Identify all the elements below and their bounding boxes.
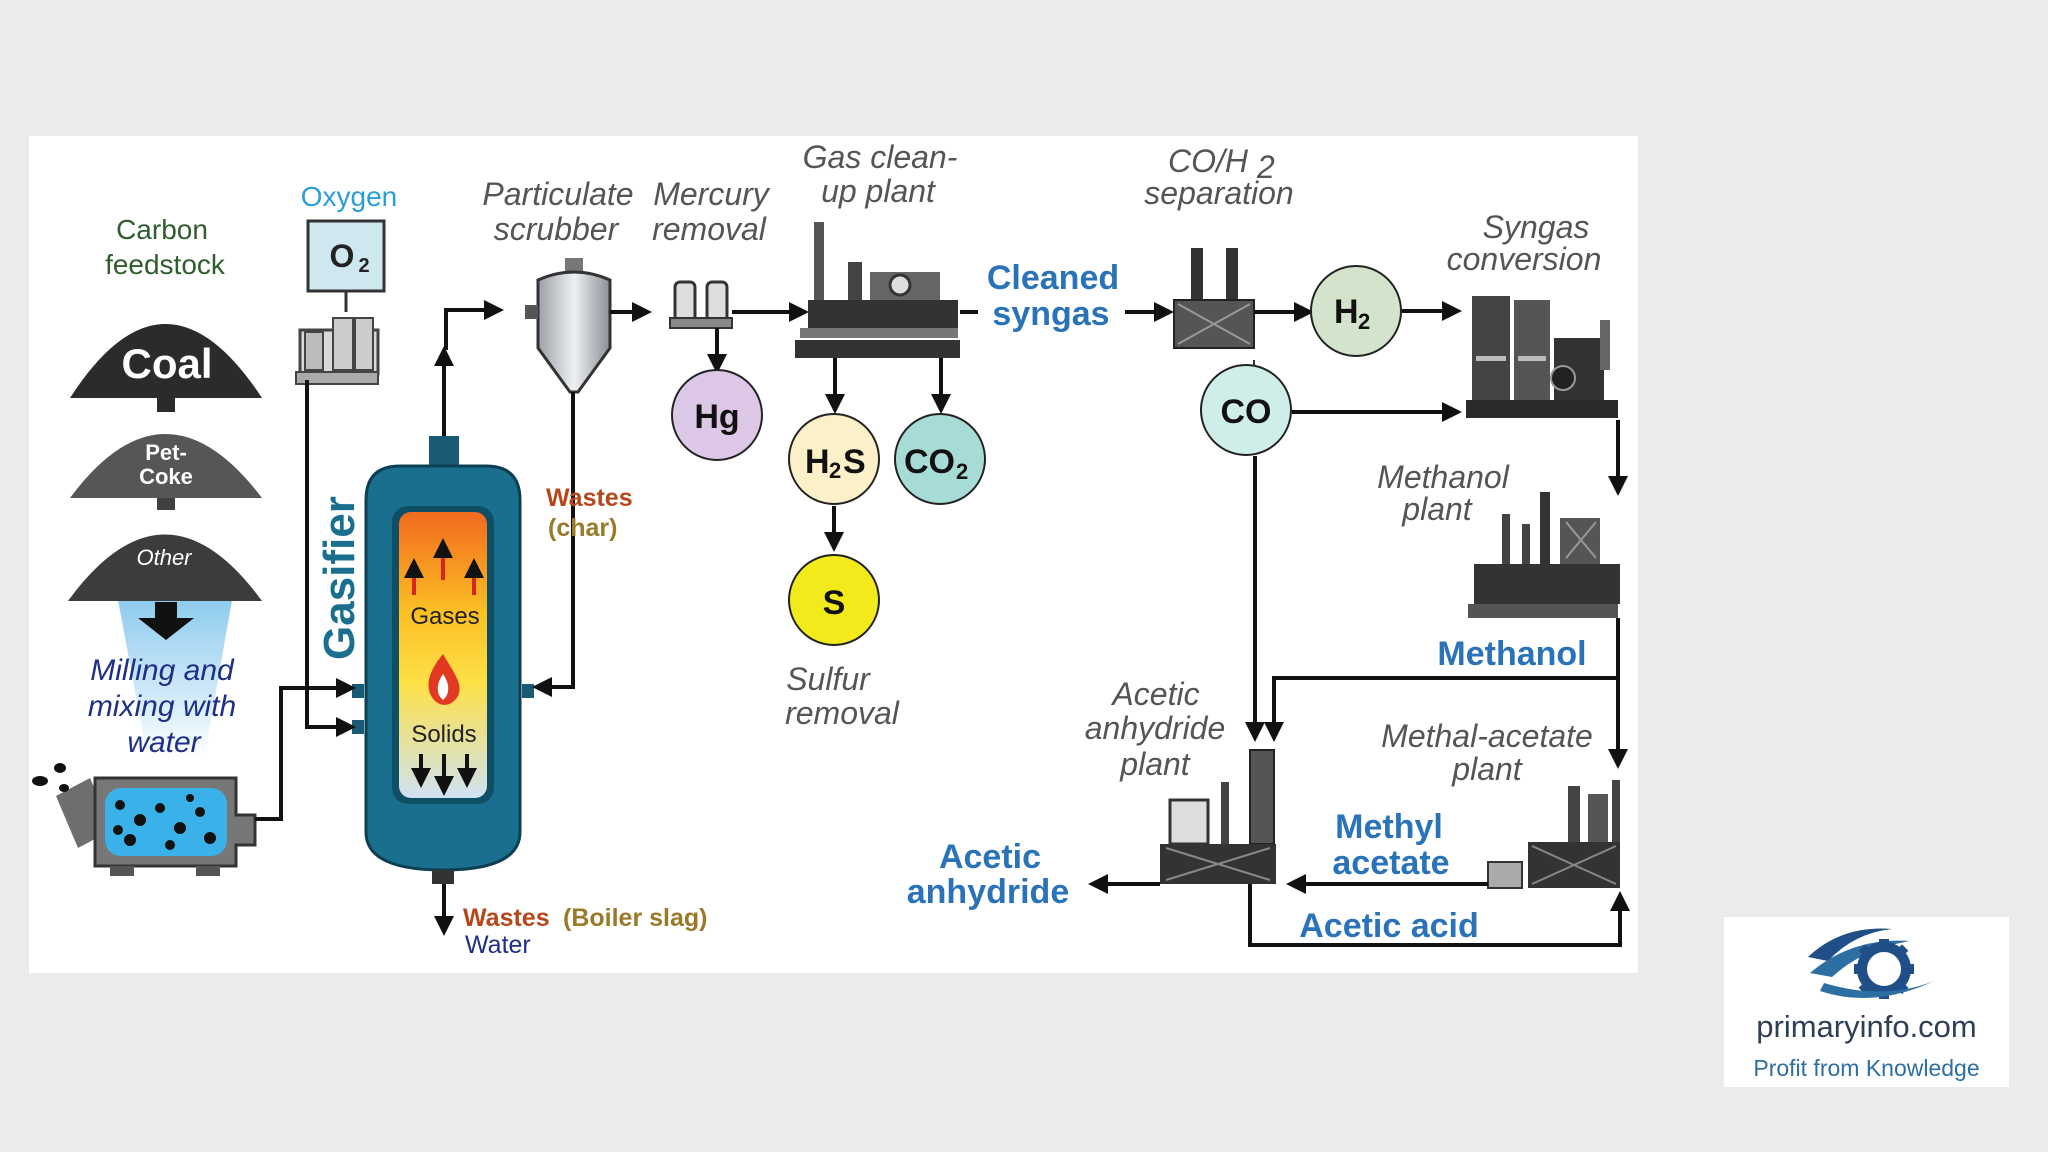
acetic-plant-label-1: Acetic (1110, 676, 1199, 712)
methanol-plant-label-2: plant (1401, 491, 1473, 527)
acetic-anhydride-label-1: Acetic (939, 838, 1041, 876)
acetic-anhydride-label-2: anhydride (907, 873, 1069, 911)
methanol-label: Methanol (1437, 635, 1586, 673)
acetic-plant-label-2: anhydride (1085, 710, 1226, 746)
gasifier-label: Gasifier (315, 496, 364, 660)
o2-subscript: 2 (358, 255, 369, 277)
milling-label-1: Milling and (90, 654, 235, 687)
scrubber-vessel-icon (525, 258, 612, 394)
methanol-plant-label-1: Methanol (1377, 459, 1510, 495)
gas-up-arrows-icon (404, 538, 484, 595)
coal-pile (70, 324, 262, 398)
milling-funnel (118, 600, 232, 760)
acetic-plant-label-3: plant (1119, 746, 1191, 782)
petcoke-pile (70, 434, 262, 498)
syngas-to-scrubber-line (444, 300, 504, 350)
milling-label-2: mixing with (88, 690, 236, 723)
down-arrow-icon (138, 602, 194, 640)
flame-core (437, 674, 449, 700)
particulate-label-2: scrubber (494, 211, 620, 247)
gear-swoosh-icon (1808, 928, 1934, 999)
acetic-acid-label: Acetic acid (1299, 907, 1479, 945)
cleaned-syngas-label-1: Cleaned (987, 259, 1119, 297)
solids-down-arrows-icon (411, 754, 477, 796)
methyl-acetate-label-1: Methyl (1335, 808, 1443, 846)
h2s-circle (788, 413, 880, 505)
primaryinfo-logo[interactable]: primaryinfo.com Profit from Knowledge (1724, 917, 2009, 1087)
petcoke-label-2: Coke (139, 464, 193, 489)
petcoke-label-1: Pet- (145, 440, 187, 465)
sulfur-label-2: removal (785, 695, 900, 731)
co2-label: CO (904, 443, 955, 481)
syngas-conversion-plant-icon (1466, 296, 1618, 418)
methanol-to-acetic-line (1264, 676, 1618, 742)
wastes-slag-label-1: Wastes (463, 904, 550, 932)
h2-subscript: 2 (1358, 309, 1370, 334)
h2-label: H (1334, 293, 1359, 331)
acetic-anhydride-plant-icon (1160, 749, 1276, 884)
cleanup-plant-icon (795, 222, 960, 358)
o2-box: O 2 (306, 219, 386, 293)
gases-label: Gases (410, 603, 479, 630)
s-circle (788, 554, 880, 646)
water-label: Water (465, 931, 531, 959)
oxygen-plant-icon (295, 317, 380, 385)
methyl-acetate-label-2: acetate (1332, 844, 1449, 882)
h2s-label-sub: 2 (829, 458, 841, 483)
particulate-label-1: Particulate (482, 176, 633, 212)
methal-plant-label-2: plant (1451, 751, 1523, 787)
cleanup-label-1: Gas clean- (803, 139, 958, 175)
cleanup-label-2: up plant (821, 173, 936, 209)
wastes-char-label-1: Wastes (546, 484, 633, 512)
o2-text: O (330, 238, 355, 274)
co-label: CO (1221, 393, 1272, 431)
solids-label: Solids (411, 721, 476, 748)
milling-label-3: water (127, 726, 201, 759)
coh2-subscript: 2 (1256, 149, 1275, 185)
wastes-slag-label-2: (Boiler slag) (563, 904, 707, 932)
oxygen-label: Oxygen (301, 181, 398, 212)
h2s-label-s: S (843, 443, 866, 481)
other-pile (68, 534, 262, 601)
stack-connector (157, 398, 175, 412)
logo-name: primaryinfo.com (1756, 1009, 1977, 1044)
hg-circle (671, 369, 763, 461)
other-label: Other (136, 545, 193, 570)
carbon-feedstock-label-1: Carbon (116, 214, 208, 245)
oxygen-feed-line (305, 380, 356, 737)
mixer-tank-icon (32, 763, 257, 876)
sulfur-label-1: Sulfur (786, 661, 871, 697)
stack-connector (157, 498, 175, 510)
syngas-conversion-label-2: conversion (1447, 241, 1602, 277)
separation-unit-icon (1173, 248, 1255, 349)
co2-circle (894, 413, 986, 505)
char-recycle-line (532, 392, 575, 697)
hg-label: Hg (694, 398, 739, 436)
cleaned-syngas-label-2: syngas (992, 295, 1109, 333)
mercury-unit-icon (669, 280, 733, 329)
wastes-char-label-2: (char) (548, 514, 617, 542)
methal-plant-label-1: Methal-acetate (1381, 718, 1593, 754)
logo-tagline: Profit from Knowledge (1753, 1055, 1980, 1081)
carbon-feedstock-label-2: feedstock (105, 249, 226, 280)
co-circle (1200, 364, 1292, 456)
coh2-label: CO/H (1168, 143, 1249, 179)
h2-circle (1310, 265, 1402, 357)
s-label: S (823, 584, 846, 622)
slurry-feed-line (255, 678, 356, 821)
h2s-label-h: H (805, 443, 830, 481)
methanol-plant-icon (1468, 492, 1620, 618)
co2-subscript: 2 (956, 459, 968, 484)
methal-acetate-plant-icon (1487, 780, 1620, 889)
mercury-label-1: Mercury (653, 176, 771, 212)
acetic-acid-recycle-line (1248, 884, 1630, 947)
mercury-label-2: removal (652, 211, 767, 247)
separation-label: separation (1144, 175, 1293, 211)
coal-label: Coal (121, 340, 212, 387)
syngas-conversion-label-1: Syngas (1483, 209, 1590, 245)
